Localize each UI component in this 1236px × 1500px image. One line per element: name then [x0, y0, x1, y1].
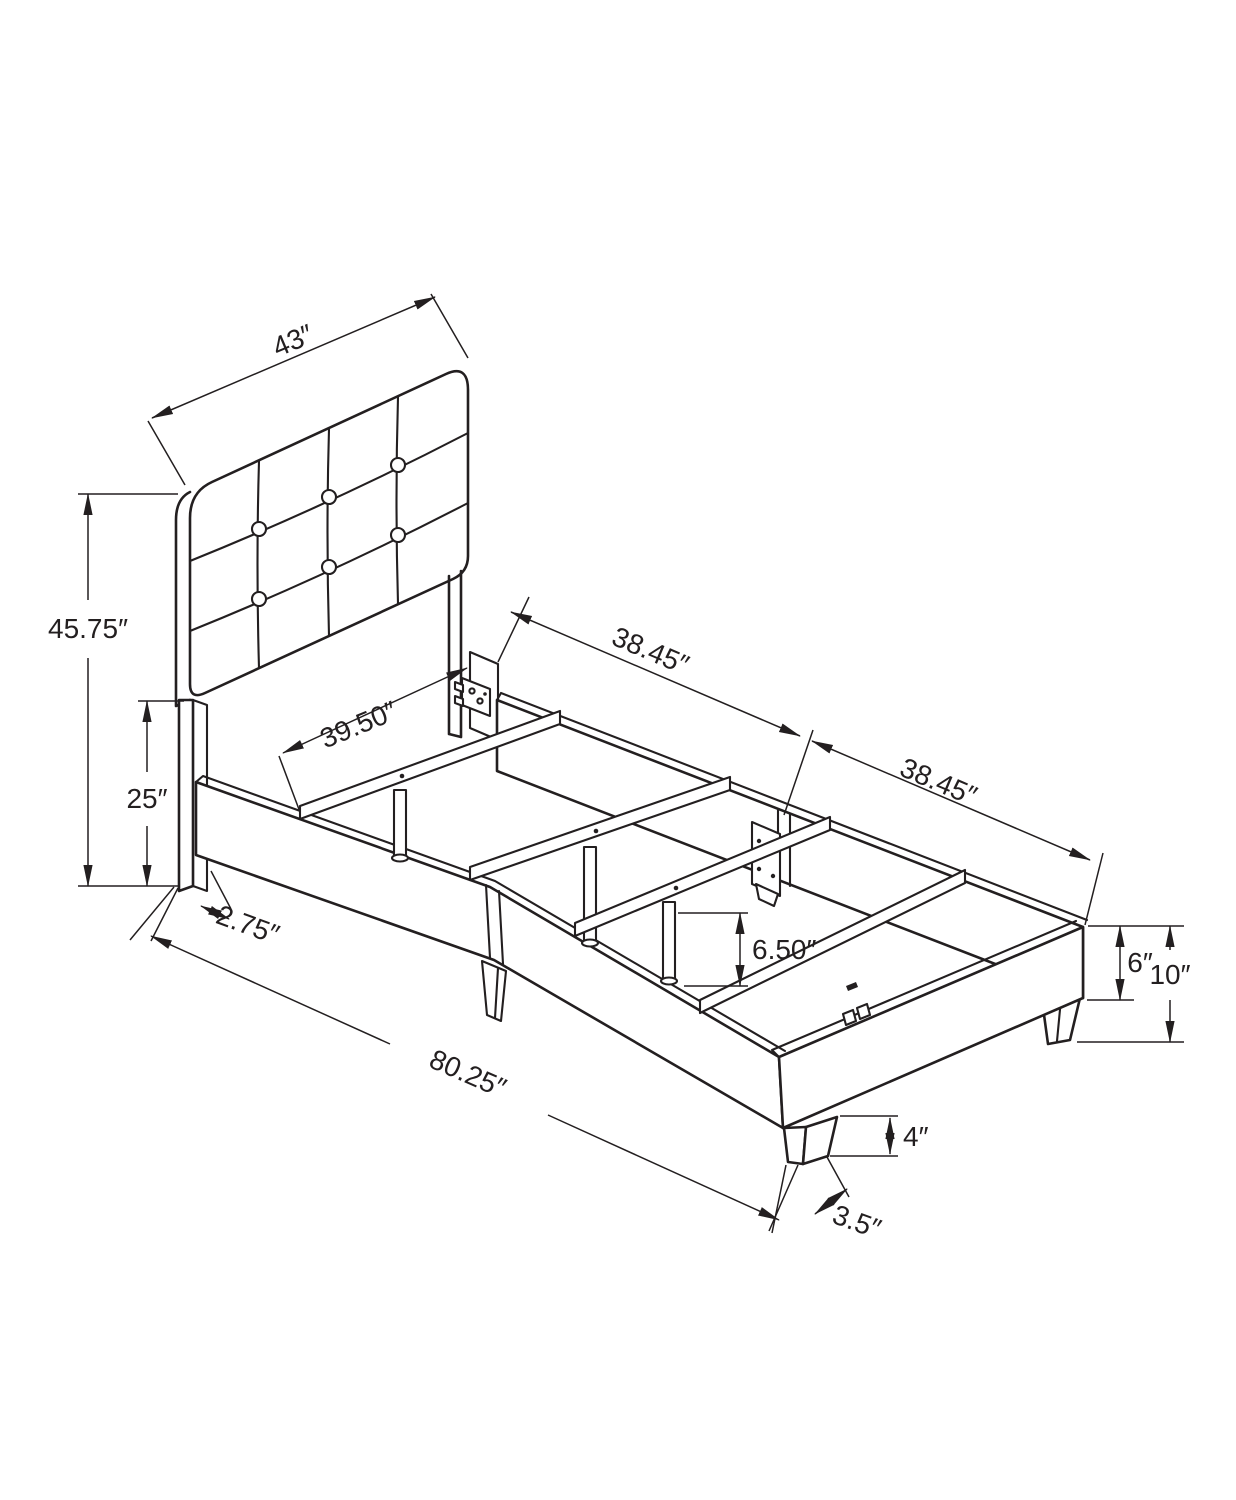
dim-headboard-lower-height: 25″ — [126, 700, 184, 887]
dim-center-leg-height: 6.50″ — [678, 912, 816, 987]
dim-center-leg-height-label: 6.50″ — [752, 934, 816, 965]
dim-side-rail-height-label: 6″ — [1127, 947, 1153, 978]
support-slats — [298, 709, 967, 1015]
headboard-right-post — [447, 569, 500, 742]
dim-frame-height: 10″ — [1077, 925, 1191, 1043]
near-rail-top-edge — [194, 774, 787, 1053]
headboard-side-face — [174, 490, 192, 708]
dim-corner-leg-width-label: 3.5″ — [829, 1199, 886, 1245]
headboard-left-leg — [177, 698, 195, 893]
dim-headboard-leg-depth: 2.75″ — [150, 870, 283, 950]
foot-end — [770, 919, 1085, 1166]
slat-4 — [698, 868, 967, 1015]
headboard-front-face — [188, 369, 470, 697]
dim-headboard-height: 45.75″ — [48, 493, 180, 887]
headboard-seam-vertical-1 — [256, 459, 261, 670]
headboard-seam-vertical-2 — [326, 427, 331, 638]
slat-2 — [468, 775, 732, 882]
slat-end-tabs — [841, 1002, 872, 1027]
dim-slat-length-label: 39.50″ — [316, 695, 402, 754]
dim-frame-height-label: 10″ — [1149, 959, 1190, 990]
center-front-leg — [480, 959, 508, 1023]
dim-headboard-width-label: 43″ — [268, 318, 318, 363]
front-right-leg-side — [801, 1115, 839, 1166]
screw-slot — [846, 982, 858, 991]
dim-overall-length-label: 80.25″ — [425, 1043, 511, 1103]
headboard-seam-vertical-3 — [395, 395, 400, 606]
tufting-buttons — [250, 456, 407, 608]
dim-corner-leg-height: 4″ — [830, 1115, 929, 1157]
headboard — [174, 369, 500, 742]
dim-corner-leg-height-label: 4″ — [903, 1121, 929, 1152]
dim-headboard-lower-height-label: 25″ — [126, 783, 167, 814]
dim-headboard-leg-depth-label: 2.75″ — [212, 899, 283, 950]
center-front-leg-edge — [493, 966, 500, 1020]
near-side-rail — [191, 698, 787, 1130]
dim-rail-section-foot-label: 38.45″ — [896, 752, 982, 812]
dim-corner-leg-width: 3.5″ — [771, 1156, 886, 1245]
near-rail-junction-seam — [484, 883, 505, 966]
dim-headboard-height-label: 45.75″ — [48, 613, 128, 644]
foot-rail-face — [777, 925, 1085, 1130]
dim-side-rail-height: 6″ — [1087, 925, 1184, 1001]
foot-rail-top-edge — [770, 919, 1078, 1059]
far-junction-leg — [754, 882, 780, 908]
